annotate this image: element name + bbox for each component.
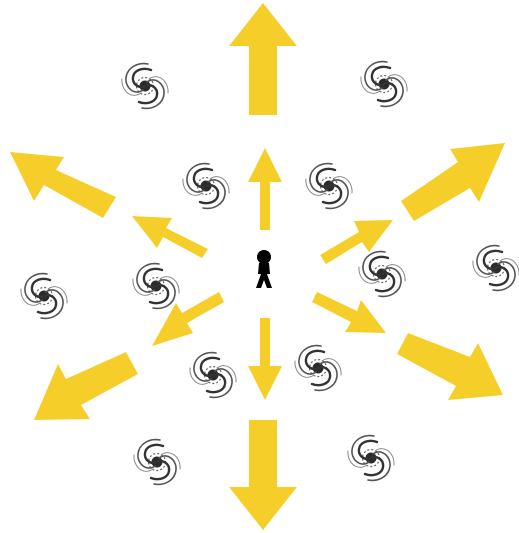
galaxy-bottom-right: [346, 434, 396, 482]
galaxy-inner-upper-right: [304, 162, 354, 210]
arrow-inner-lower-right: [312, 292, 386, 333]
expansion-arrows: [10, 3, 505, 530]
galaxy-inner-lower-right: [293, 344, 343, 392]
arrow-outer-lower-right: [397, 333, 503, 400]
arrow-inner-down: [248, 318, 282, 400]
arrow-inner-up: [248, 148, 282, 230]
observer: [256, 250, 272, 288]
spiral-galaxy-icon: [131, 262, 181, 310]
arrow-outer-up: [229, 3, 297, 115]
spiral-galaxy-icon: [346, 434, 396, 482]
galaxy-far-left: [19, 272, 69, 320]
spiral-galaxy-icon: [357, 250, 407, 298]
galaxy-mid-left: [131, 262, 181, 310]
galaxy-top-right: [359, 60, 409, 108]
spiral-galaxy-icon: [120, 62, 170, 110]
arrow-inner-upper-left: [132, 216, 208, 258]
arrow-outer-upper-left: [10, 152, 116, 218]
spiral-galaxy-icon: [181, 162, 231, 210]
arrow-inner-lower-left: [152, 292, 224, 346]
galaxy-bottom-left: [132, 438, 182, 486]
spiral-galaxy-icon: [304, 162, 354, 210]
arrow-outer-down: [229, 420, 297, 530]
galaxy-inner-lower-left: [188, 351, 238, 399]
arrow-outer-lower-left: [34, 352, 138, 420]
spiral-galaxy-icon: [132, 438, 182, 486]
spiral-galaxy-icon: [19, 272, 69, 320]
galaxy-far-right: [471, 244, 519, 292]
galaxy-mid-right: [357, 250, 407, 298]
arrow-inner-upper-right: [320, 220, 393, 264]
galaxy-top-left: [120, 62, 170, 110]
spiral-galaxy-icon: [471, 244, 519, 292]
spiral-galaxy-icon: [188, 351, 238, 399]
arrow-outer-upper-right: [401, 143, 505, 221]
spiral-galaxy-icon: [293, 344, 343, 392]
person-icon: [256, 250, 272, 288]
galaxy-inner-upper-left: [181, 162, 231, 210]
spiral-galaxy-icon: [359, 60, 409, 108]
